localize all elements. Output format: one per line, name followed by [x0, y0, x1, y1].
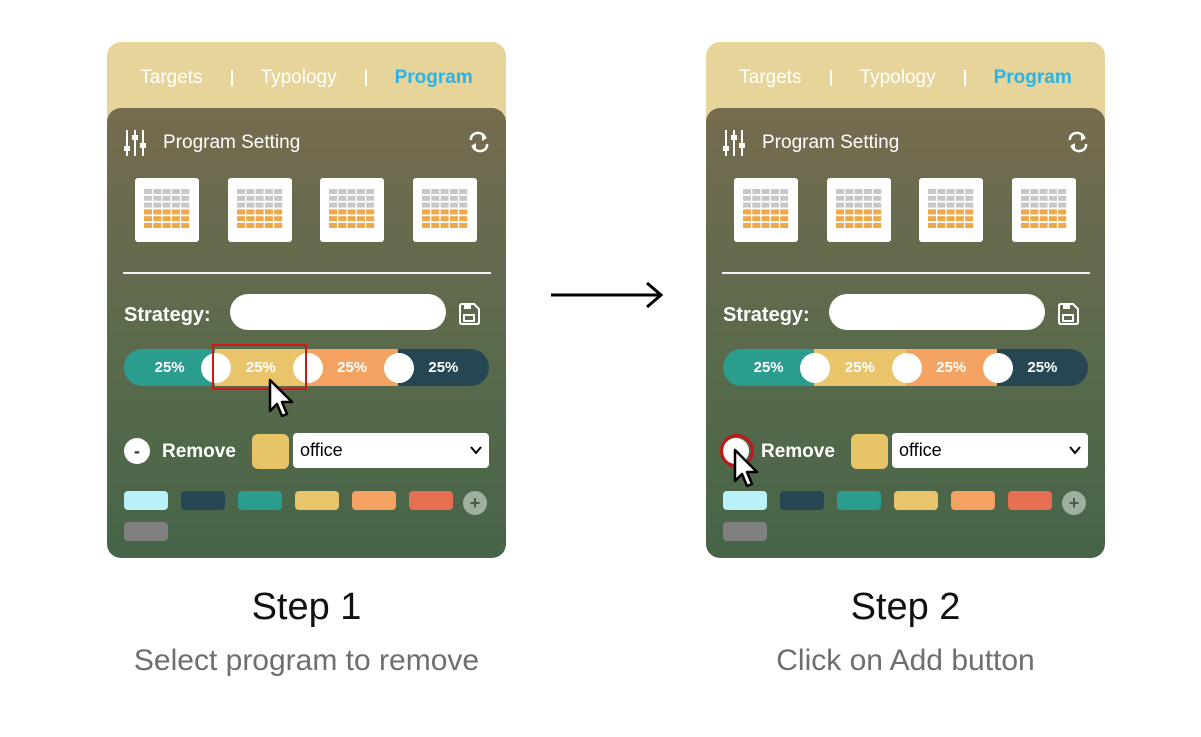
split-handle-3[interactable]	[983, 353, 1013, 383]
save-icon[interactable]	[1056, 302, 1080, 326]
program-select-value: office	[300, 440, 343, 460]
table-template-icon	[836, 189, 882, 228]
refresh-icon[interactable]	[468, 131, 490, 153]
refresh-icon[interactable]	[1067, 131, 1089, 153]
table-template-icon	[329, 189, 375, 228]
table-template-icon	[928, 189, 974, 228]
template-2[interactable]	[827, 178, 891, 242]
palette-color-7[interactable]	[723, 522, 767, 541]
program-panel: Targets Typology Program Program Setting	[107, 42, 506, 558]
table-template-icon	[237, 189, 283, 228]
step-description: Click on Add button	[776, 644, 1035, 677]
panel-title: Program Setting	[163, 132, 301, 153]
tab-separator	[364, 70, 367, 86]
program-select[interactable]: office	[293, 433, 489, 468]
tab-separator	[829, 70, 832, 86]
palette-color-6[interactable]	[409, 491, 453, 510]
program-settings-card: Program Setting	[107, 108, 506, 558]
step-1: Targets Typology Program Program Setting	[107, 42, 506, 677]
strategy-label: Strategy:	[124, 304, 211, 326]
selection-highlight	[212, 344, 307, 390]
tab-program[interactable]: Program	[993, 67, 1072, 88]
tab-targets[interactable]: Targets	[140, 67, 203, 88]
split-handle-3[interactable]	[384, 353, 414, 383]
palette-color-2[interactable]	[181, 491, 225, 510]
strategy-input[interactable]	[829, 294, 1045, 330]
divider	[722, 272, 1090, 274]
split-handle-1[interactable]	[201, 353, 231, 383]
color-palette: +	[723, 491, 1093, 543]
add-color-button[interactable]: +	[463, 491, 487, 515]
palette-color-5[interactable]	[352, 491, 396, 510]
palette-color-4[interactable]	[295, 491, 339, 510]
tab-separator	[963, 70, 966, 86]
chevron-down-icon	[1069, 446, 1081, 455]
cursor-icon	[733, 448, 759, 488]
program-settings-card: Program Setting	[706, 108, 1105, 558]
program-panel: Targets Typology Program Program Setting	[706, 42, 1105, 558]
program-select[interactable]: office	[892, 433, 1088, 468]
palette-color-1[interactable]	[124, 491, 168, 510]
panel-title: Program Setting	[762, 132, 900, 153]
palette-color-4[interactable]	[894, 491, 938, 510]
split-handle-2[interactable]	[892, 353, 922, 383]
palette-color-6[interactable]	[1008, 491, 1052, 510]
divider	[123, 272, 491, 274]
save-icon[interactable]	[457, 302, 481, 326]
template-list	[734, 178, 1077, 242]
table-template-icon	[144, 189, 190, 228]
palette-color-2[interactable]	[780, 491, 824, 510]
panel-header: Program Setting	[123, 129, 490, 159]
cursor-icon	[268, 378, 294, 418]
program-color-swatch[interactable]	[252, 434, 289, 469]
template-3[interactable]	[320, 178, 384, 242]
template-3[interactable]	[919, 178, 983, 242]
sliders-icon	[723, 130, 745, 156]
segment-1[interactable]: 25%	[124, 349, 216, 386]
table-template-icon	[422, 189, 468, 228]
strategy-input[interactable]	[230, 294, 446, 330]
table-template-icon	[743, 189, 789, 228]
step-description: Select program to remove	[133, 644, 480, 677]
template-1[interactable]	[135, 178, 199, 242]
template-4[interactable]	[413, 178, 477, 242]
palette-color-3[interactable]	[837, 491, 881, 510]
template-2[interactable]	[228, 178, 292, 242]
panel-header: Program Setting	[722, 129, 1089, 159]
color-palette: +	[124, 491, 494, 543]
remove-label: Remove	[761, 441, 835, 462]
palette-color-3[interactable]	[238, 491, 282, 510]
palette-color-5[interactable]	[951, 491, 995, 510]
remove-label: Remove	[162, 441, 236, 462]
remove-program-button[interactable]: -	[124, 438, 150, 464]
segment-1[interactable]: 25%	[723, 349, 815, 386]
template-list	[135, 178, 478, 242]
template-1[interactable]	[734, 178, 798, 242]
tab-program[interactable]: Program	[394, 67, 473, 88]
step-2: Targets Typology Program Program Setting	[706, 42, 1105, 677]
tab-typology[interactable]: Typology	[260, 67, 337, 88]
split-handle-1[interactable]	[800, 353, 830, 383]
tab-typology[interactable]: Typology	[859, 67, 936, 88]
tab-separator	[230, 70, 233, 86]
palette-color-1[interactable]	[723, 491, 767, 510]
step-title: Step 2	[850, 586, 961, 628]
program-color-swatch[interactable]	[851, 434, 888, 469]
strategy-label: Strategy:	[723, 304, 810, 326]
step-title: Step 1	[251, 586, 362, 628]
tab-targets[interactable]: Targets	[739, 67, 802, 88]
arrow-right-icon	[551, 281, 664, 309]
palette-color-7[interactable]	[124, 522, 168, 541]
add-color-button[interactable]: +	[1062, 491, 1086, 515]
chevron-down-icon	[470, 446, 482, 455]
sliders-icon	[124, 130, 146, 156]
table-template-icon	[1021, 189, 1067, 228]
split-handle-2[interactable]	[293, 353, 323, 383]
template-4[interactable]	[1012, 178, 1076, 242]
program-select-value: office	[899, 440, 942, 460]
